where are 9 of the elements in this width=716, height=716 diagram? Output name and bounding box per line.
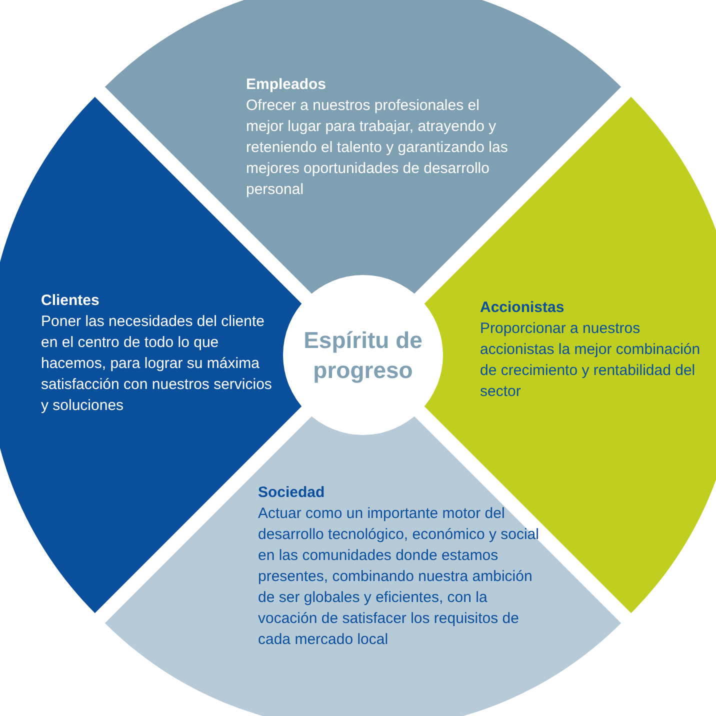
segment-heading: Empleados: [246, 75, 328, 95]
segment-description: Poner las necesidades del cliente en el centro de todo lo que hacemos, para lograr su máxima satisfacción con nuestros servicios y soluciones: [41, 312, 273, 416]
segment-description: Actuar como un importante motor del desarrollo tecnológico, económico y social en las comunidades donde estamos presentes, combinando nuestra ambición de ser globales y eficientes, con la vocación de satisfacer los requisitos de cada mercado local: [258, 504, 540, 650]
segment-description: Ofrecer a nuestros profesionales el mejor lugar para trabajar, atrayendo y reteniendo el talento y garantizando las mejores oportunidades de desarrollo personal: [246, 96, 509, 200]
segment-heading: Clientes: [41, 291, 100, 311]
segment-description: Proporcionar a nuestros accionistas la mejor combinación de crecimiento y rentabilidad del sector: [480, 319, 702, 402]
segment-heading: Sociedad: [258, 483, 326, 503]
center-title: Espíritu de progreso: [303, 326, 423, 385]
segment-heading: Accionistas: [480, 298, 566, 318]
